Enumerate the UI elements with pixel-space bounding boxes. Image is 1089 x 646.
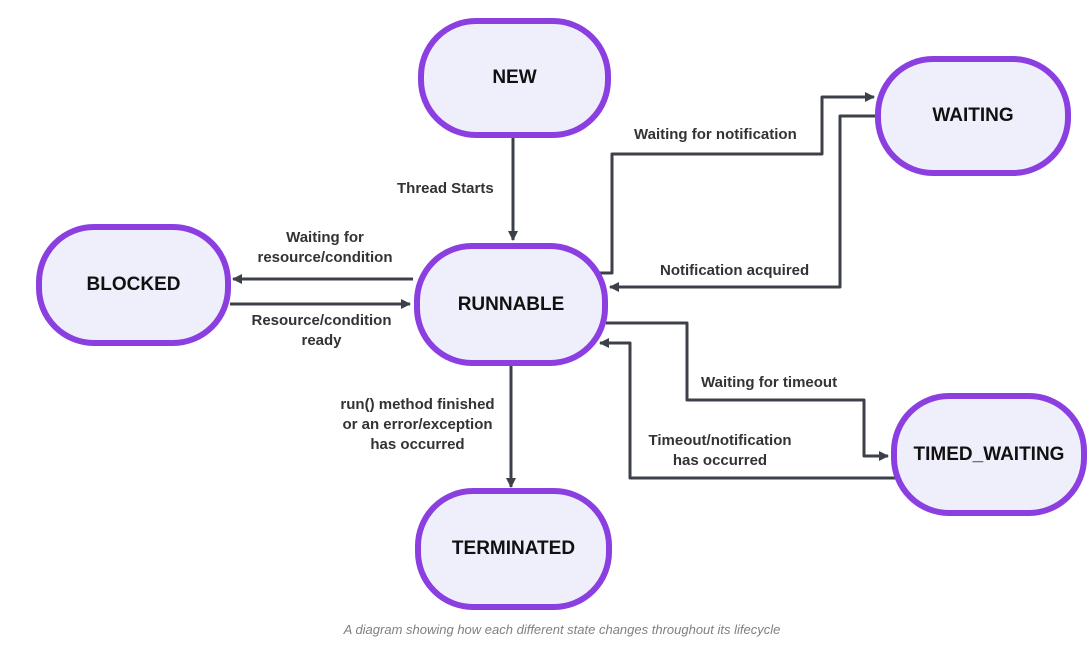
- label-line: Waiting for: [286, 229, 364, 246]
- label-line: has occurred: [672, 452, 768, 469]
- label-waiting-for-notification: Waiting for notification: [634, 126, 797, 143]
- label-line: Resource/condition: [251, 312, 392, 329]
- arrow-timed-waiting-to-runnable: [599, 338, 897, 480]
- state-timed-waiting: TIMED_WAITING: [891, 393, 1087, 516]
- label-timeout-occurred: Timeout/notification has occurred: [636, 431, 804, 471]
- label-resource-ready: Resource/condition ready: [239, 311, 404, 351]
- label-line: ready: [301, 332, 342, 349]
- arrow-runnable-to-timed-waiting: [606, 321, 889, 461]
- arrow-runnable-to-waiting: [598, 92, 875, 275]
- state-blocked: BLOCKED: [36, 224, 231, 346]
- label-line: resource/condition: [257, 249, 393, 266]
- label-line: Timeout/notification: [648, 432, 792, 449]
- state-terminated: TERMINATED: [415, 488, 612, 610]
- figure-caption: A diagram showing how each different sta…: [343, 622, 781, 637]
- label-thread-starts: Thread Starts: [397, 180, 494, 197]
- state-new: NEW: [418, 18, 611, 138]
- label-run-finished: run() method finished or an error/except…: [329, 395, 506, 455]
- label-notification-acquired: Notification acquired: [660, 262, 810, 279]
- label-waiting-for-timeout: Waiting for timeout: [701, 374, 838, 391]
- label-waiting-for-resource: Waiting for resource/condition: [245, 228, 405, 268]
- label-line: run() method finished: [340, 396, 495, 413]
- label-line: has occurred: [370, 436, 465, 453]
- label-line: or an error/exception: [342, 416, 493, 433]
- state-waiting: WAITING: [875, 56, 1071, 176]
- arrow-waiting-to-runnable: [609, 114, 878, 292]
- state-runnable: RUNNABLE: [414, 243, 608, 366]
